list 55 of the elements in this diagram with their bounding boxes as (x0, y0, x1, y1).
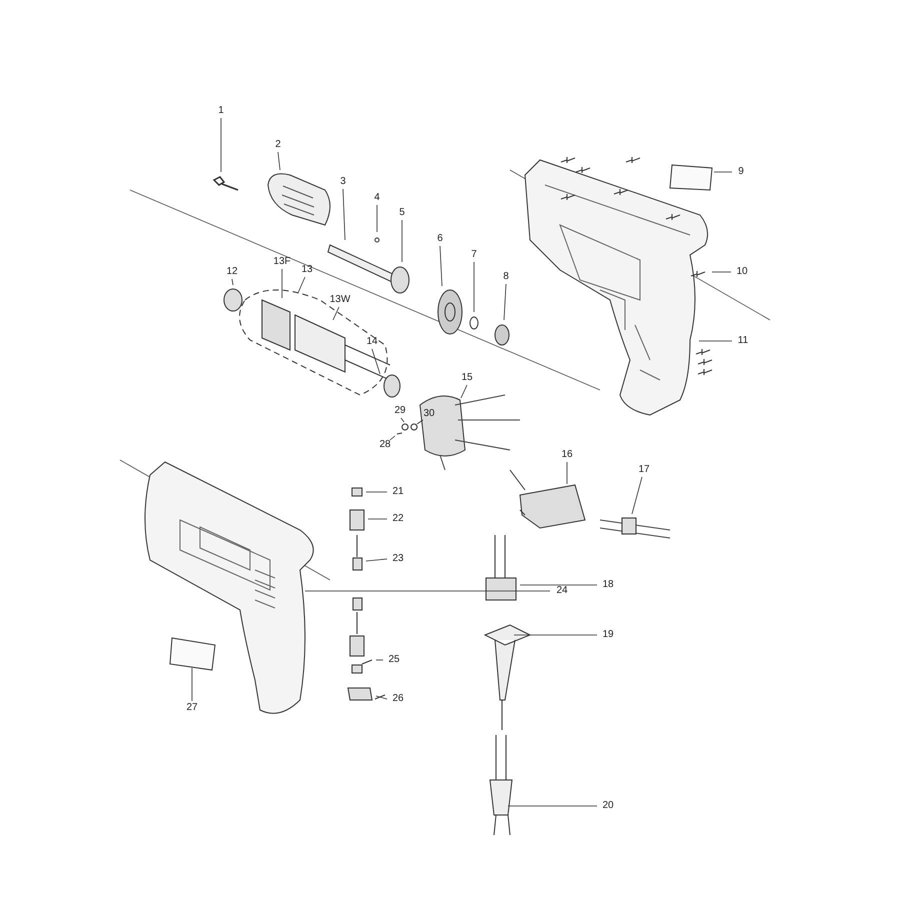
callout-number: 12 (225, 266, 239, 278)
leader-line (232, 278, 234, 286)
callout-number: 5 (398, 207, 406, 219)
leader-line (278, 152, 280, 170)
callout-number: 29 (393, 405, 407, 417)
callout-number: 26 (391, 693, 405, 705)
callout-number: 11 (736, 335, 750, 347)
leader-line (416, 420, 424, 424)
callout-number: 15 (460, 372, 474, 384)
callout-number: 9 (737, 166, 745, 178)
callout-number: 22 (391, 513, 405, 525)
callout-number: 21 (391, 486, 405, 498)
leader-line (440, 246, 442, 286)
callout-number: 16 (560, 449, 574, 461)
callout-number: 17 (637, 464, 651, 476)
callout-number: 4 (373, 192, 381, 204)
callout-number: 19 (601, 629, 615, 641)
leader-line (376, 696, 388, 700)
leader-line (304, 590, 550, 592)
callout-number: 3 (339, 176, 347, 188)
callout-number: 1 (217, 105, 225, 117)
callout-number: 7 (470, 249, 478, 261)
leader-line (220, 118, 222, 172)
leader-line (376, 204, 378, 232)
callout-number: 24 (555, 585, 569, 597)
leader-line (698, 340, 732, 342)
leader-line (390, 436, 396, 440)
leader-line (460, 384, 468, 398)
leader-line (368, 518, 388, 520)
leader-line (332, 306, 340, 320)
callout-number: 23 (391, 553, 405, 565)
leader-line (514, 634, 598, 636)
callout-number: 18 (601, 579, 615, 591)
callout-number: 28 (378, 439, 392, 451)
callout-number: 13W (328, 294, 352, 306)
leader-line (504, 284, 506, 320)
leader-line (298, 276, 306, 294)
leader-line (520, 584, 598, 586)
leader-line (566, 462, 568, 484)
callout-number: 6 (436, 233, 444, 245)
callout-number: 2 (274, 139, 282, 151)
callout-number: 20 (601, 800, 615, 812)
callout-number: 27 (185, 702, 199, 714)
callout-number: 25 (387, 654, 401, 666)
leader-line (400, 418, 404, 422)
leader-line (342, 188, 346, 240)
leader-line (366, 558, 388, 562)
leader-line (632, 476, 642, 514)
leader-line (372, 348, 380, 374)
callout-number: 10 (735, 266, 749, 278)
callout-number: 13 (300, 264, 314, 276)
callout-number: 13F (272, 256, 292, 268)
callout-number: 14 (365, 336, 379, 348)
callout-number: 8 (502, 271, 510, 283)
callout-number: 30 (422, 408, 436, 420)
